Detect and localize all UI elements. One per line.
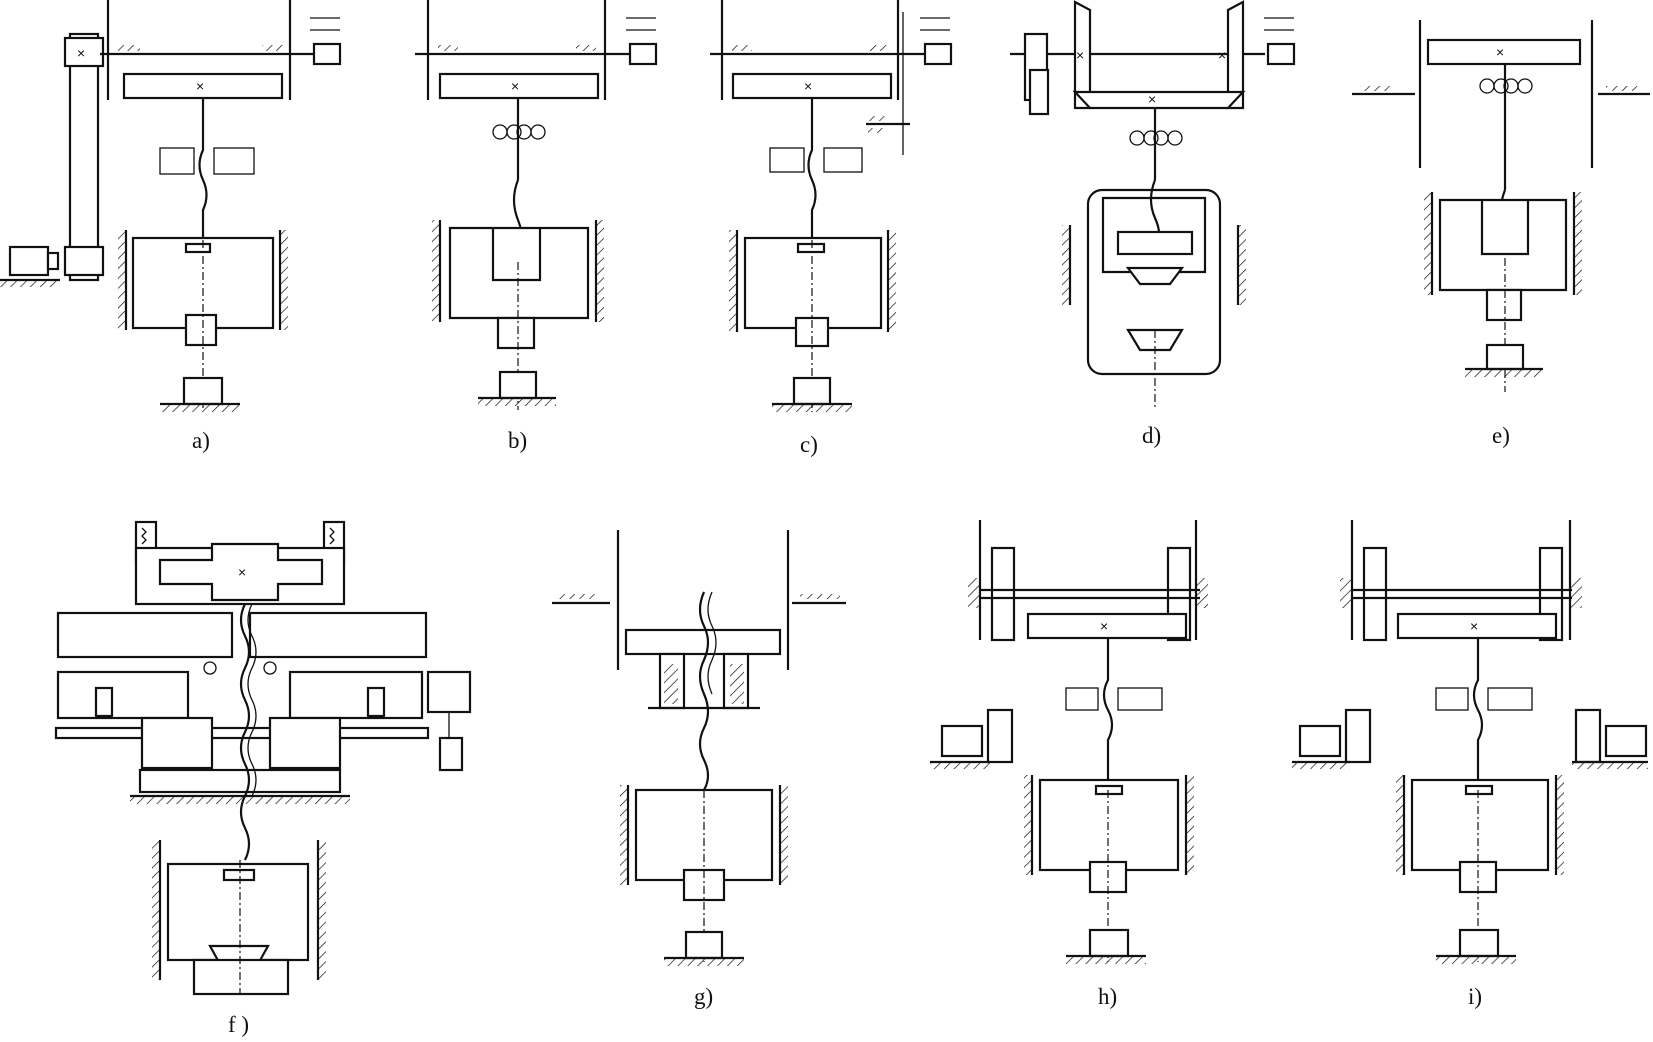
motor [1604, 724, 1648, 758]
svg-text:×: × [1218, 47, 1226, 63]
screw [1472, 638, 1484, 790]
panel-e: × e) [1352, 20, 1650, 448]
panel-label-a: a) [192, 428, 210, 453]
panel-label-i: i) [1468, 984, 1482, 1009]
svg-text:×: × [196, 78, 204, 94]
panel-label-b: b) [508, 428, 527, 453]
svg-text:×: × [1076, 47, 1084, 63]
panel-label-g: g) [694, 984, 713, 1009]
belt-drive [68, 32, 100, 282]
svg-text:×: × [1496, 44, 1504, 60]
slide [448, 226, 590, 320]
panel-c: × c) [710, 0, 953, 457]
svg-text:×: × [511, 78, 519, 94]
screw [698, 591, 710, 791]
panel-label-e: e) [1492, 423, 1510, 448]
screw [1102, 638, 1114, 790]
slide [1438, 198, 1568, 292]
svg-text:×: × [1470, 618, 1478, 634]
panel-label-f: f ) [228, 1012, 249, 1037]
motor [1298, 724, 1342, 758]
screw-mark: × [77, 45, 85, 61]
flywheel [122, 72, 284, 100]
svg-text:×: × [1148, 91, 1156, 107]
screw [198, 98, 208, 240]
panel-b: × b) [415, 0, 658, 453]
panel-f: × f ) [54, 520, 472, 1037]
crosshead [158, 542, 324, 602]
svg-text:×: × [804, 78, 812, 94]
motor [426, 670, 472, 714]
panel-h: × h) [930, 520, 1208, 1009]
panel-label-d: d) [1142, 423, 1161, 448]
flywheel [624, 628, 782, 656]
flywheel [731, 72, 893, 100]
motor [940, 724, 984, 758]
bevel-gear [1072, 90, 1246, 110]
panel-label-c: c) [800, 432, 818, 457]
panel-d: × × × d) [1010, 0, 1296, 448]
flywheel [438, 72, 600, 100]
svg-text:×: × [1100, 618, 1108, 634]
screw [807, 98, 817, 240]
screw [239, 603, 251, 861]
panel-label-h: h) [1098, 984, 1117, 1009]
panel-g: g) [552, 530, 846, 1009]
panel-i: × i) [1292, 520, 1648, 1009]
motor [8, 245, 50, 277]
pulley [63, 36, 105, 68]
svg-text:×: × [238, 564, 246, 580]
panel-a: × × a) [0, 0, 342, 453]
